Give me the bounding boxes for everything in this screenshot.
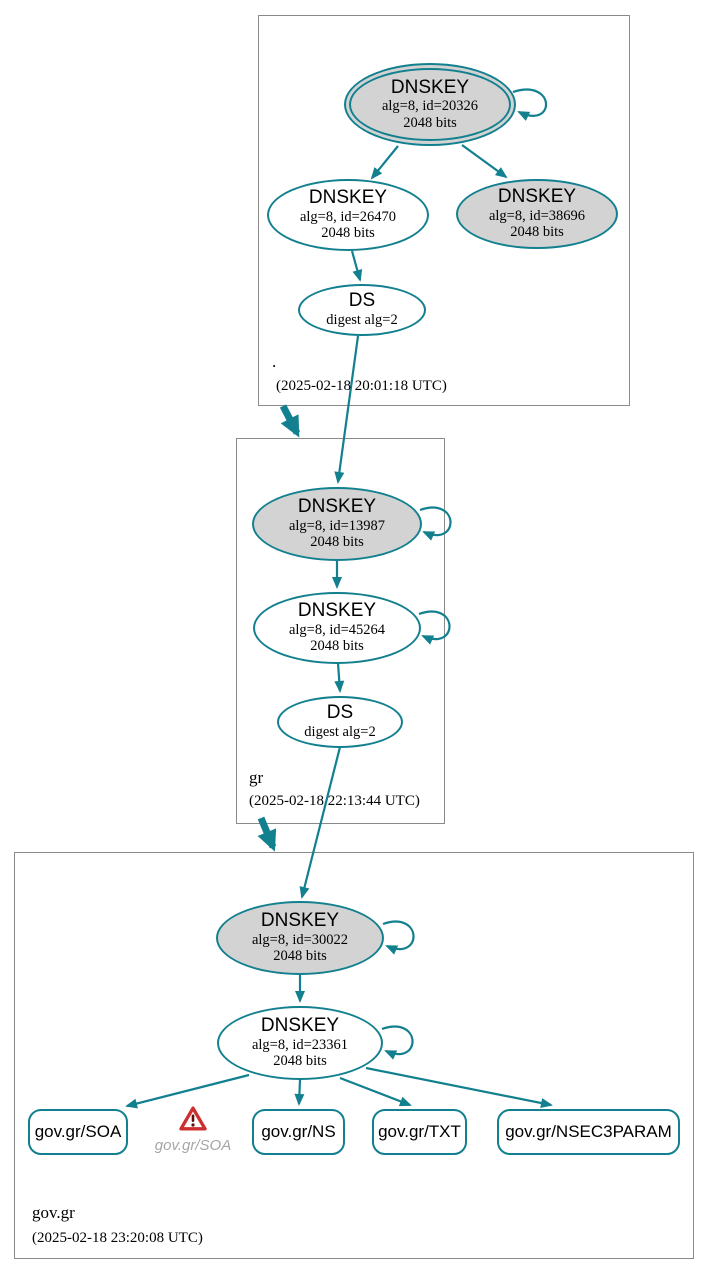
warning-triangle-icon [179, 1106, 207, 1131]
zone-label-root: . [272, 352, 277, 371]
node-govgr-zsk-dnskey: DNSKEY alg=8, id=23361 2048 bits [217, 1006, 383, 1080]
node-alg-id: alg=8, id=23361 [251, 1036, 349, 1053]
node-alg-id: alg=8, id=38696 [488, 207, 586, 224]
node-govgr-ksk-dnskey: DNSKEY alg=8, id=30022 2048 bits [216, 901, 384, 975]
node-gr-ksk-dnskey: DNSKEY alg=8, id=13987 2048 bits [252, 487, 422, 561]
node-root-ds: DS digest alg=2 [298, 284, 426, 336]
node-root-ksk-dnskey: DNSKEY alg=8, id=20326 2048 bits [344, 63, 516, 146]
zone-label-gr: gr [249, 768, 264, 787]
node-root-zsk-dnskey: DNSKEY alg=8, id=26470 2048 bits [267, 179, 429, 251]
node-root-ksk-dnskey-inner: DNSKEY alg=8, id=20326 2048 bits [349, 68, 511, 141]
node-title: DS [348, 290, 376, 312]
warning-label: gov.gr/SOA [154, 1137, 232, 1154]
node-title: DNSKEY [297, 496, 377, 518]
node-title: DNSKEY [497, 186, 577, 208]
node-bits: 2048 bits [273, 948, 327, 965]
edge-delegation-root-to-gr [279, 404, 301, 438]
node-alg-id: alg=8, id=45264 [288, 621, 386, 638]
node-bits: 2048 bits [273, 1053, 327, 1070]
node-alg-id: alg=8, id=13987 [288, 517, 386, 534]
node-bits: 2048 bits [403, 114, 457, 131]
rrset-govgr-txt: gov.gr/TXT [372, 1109, 467, 1155]
rrset-govgr-nsec3param: gov.gr/NSEC3PARAM [497, 1109, 680, 1155]
node-bits: 2048 bits [321, 225, 375, 242]
node-digest: digest alg=2 [326, 312, 398, 328]
node-root-dnskey-38696: DNSKEY alg=8, id=38696 2048 bits [456, 179, 618, 249]
node-title: DNSKEY [308, 187, 388, 209]
rrset-govgr-ns: gov.gr/NS [252, 1109, 345, 1155]
node-digest: digest alg=2 [304, 724, 376, 740]
node-alg-id: alg=8, id=26470 [299, 208, 397, 225]
node-title: DNSKEY [297, 600, 377, 622]
zone-timestamp-root: (2025-02-18 20:01:18 UTC) [276, 378, 447, 394]
zone-timestamp-gr: (2025-02-18 22:13:44 UTC) [249, 793, 420, 809]
node-bits: 2048 bits [510, 224, 564, 241]
node-bits: 2048 bits [310, 638, 364, 655]
warning-govgr-soa: gov.gr/SOA [153, 1106, 233, 1154]
node-title: DNSKEY [390, 76, 470, 98]
node-gr-zsk-dnskey: DNSKEY alg=8, id=45264 2048 bits [253, 592, 421, 664]
zone-label-govgr: gov.gr [32, 1203, 75, 1222]
zone-timestamp-govgr: (2025-02-18 23:20:08 UTC) [32, 1230, 203, 1246]
node-alg-id: alg=8, id=30022 [251, 931, 349, 948]
node-title: DNSKEY [260, 910, 340, 932]
node-alg-id: alg=8, id=20326 [381, 98, 479, 115]
rrset-govgr-soa: gov.gr/SOA [28, 1109, 128, 1155]
node-title: DS [326, 702, 354, 724]
node-gr-ds: DS digest alg=2 [277, 696, 403, 748]
node-bits: 2048 bits [310, 534, 364, 551]
node-title: DNSKEY [260, 1015, 340, 1037]
